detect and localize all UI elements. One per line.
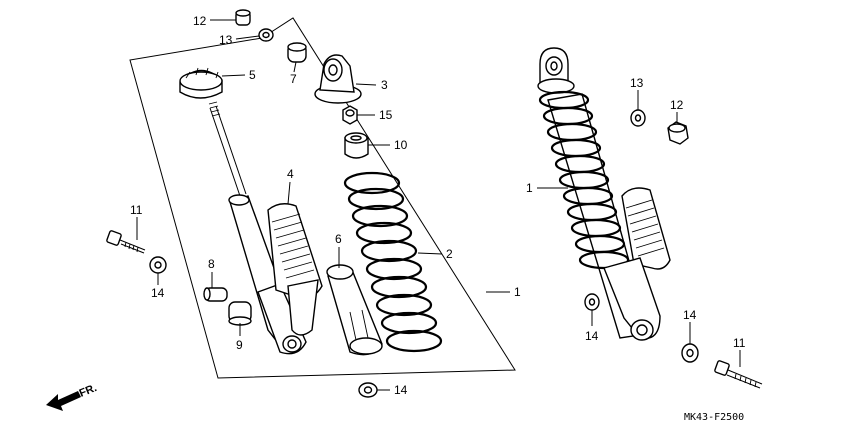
part-7-bushing (287, 42, 307, 63)
callout-6: 6 (335, 232, 342, 246)
callout-14-right-mid: 14 (585, 329, 599, 343)
part-14-washer-right-mid (584, 293, 600, 311)
front-direction-arrow: FR. (46, 382, 99, 411)
part-3-upper-mount (314, 54, 362, 104)
callout-9: 9 (236, 338, 243, 352)
callout-14-right-low: 14 (683, 308, 697, 322)
part-11-bolt-left (106, 230, 146, 254)
callout-12-right: 12 (670, 98, 684, 112)
part-14-washer-bottom (358, 382, 378, 398)
diagram-code: MK43-F2500 (684, 412, 744, 423)
part-14-washer-left (149, 256, 167, 274)
callout-14-left: 14 (151, 286, 165, 300)
part-6-spring-guide (326, 264, 383, 356)
part-9-bushing (228, 301, 252, 326)
part-12-nut-right (667, 121, 689, 145)
callout-2: 2 (446, 247, 453, 261)
part-4-reservoir (267, 203, 323, 336)
part-11-bolt-right (714, 360, 763, 389)
callout-7: 7 (290, 72, 297, 86)
callout-1-left: 1 (514, 285, 521, 299)
part-2-spring (343, 171, 443, 353)
part-8-collar (203, 287, 228, 302)
callout-15: 15 (379, 108, 393, 122)
part-12-nut-top (235, 9, 251, 26)
part-10-bump-rubber (344, 132, 369, 159)
part-5-stopper (179, 67, 223, 99)
damper-rod (208, 101, 247, 197)
assembled-shock-absorber (537, 47, 671, 341)
assembly-boundary (129, 17, 516, 379)
part-14-washer-right-low (681, 343, 699, 363)
callout-13-top: 13 (219, 33, 233, 47)
part-1-damper-body (228, 194, 307, 355)
callout-4: 4 (287, 167, 294, 181)
callout-8: 8 (208, 257, 215, 271)
callout-11-left: 11 (130, 203, 143, 217)
leader-lines (136, 19, 741, 391)
part-15-nut (342, 105, 358, 125)
front-arrow-label: FR. (78, 382, 99, 400)
part-13-washer-top (258, 28, 274, 42)
callout-12-top: 12 (193, 14, 207, 28)
callout-13-right: 13 (630, 76, 644, 90)
callout-5: 5 (249, 68, 256, 82)
callout-3: 3 (381, 78, 388, 92)
callout-10: 10 (394, 138, 408, 152)
callout-11-right: 11 (733, 336, 746, 350)
callout-14-bottom: 14 (394, 383, 408, 397)
callout-1-right: 1 (526, 181, 533, 195)
part-13-washer-right (630, 109, 646, 127)
